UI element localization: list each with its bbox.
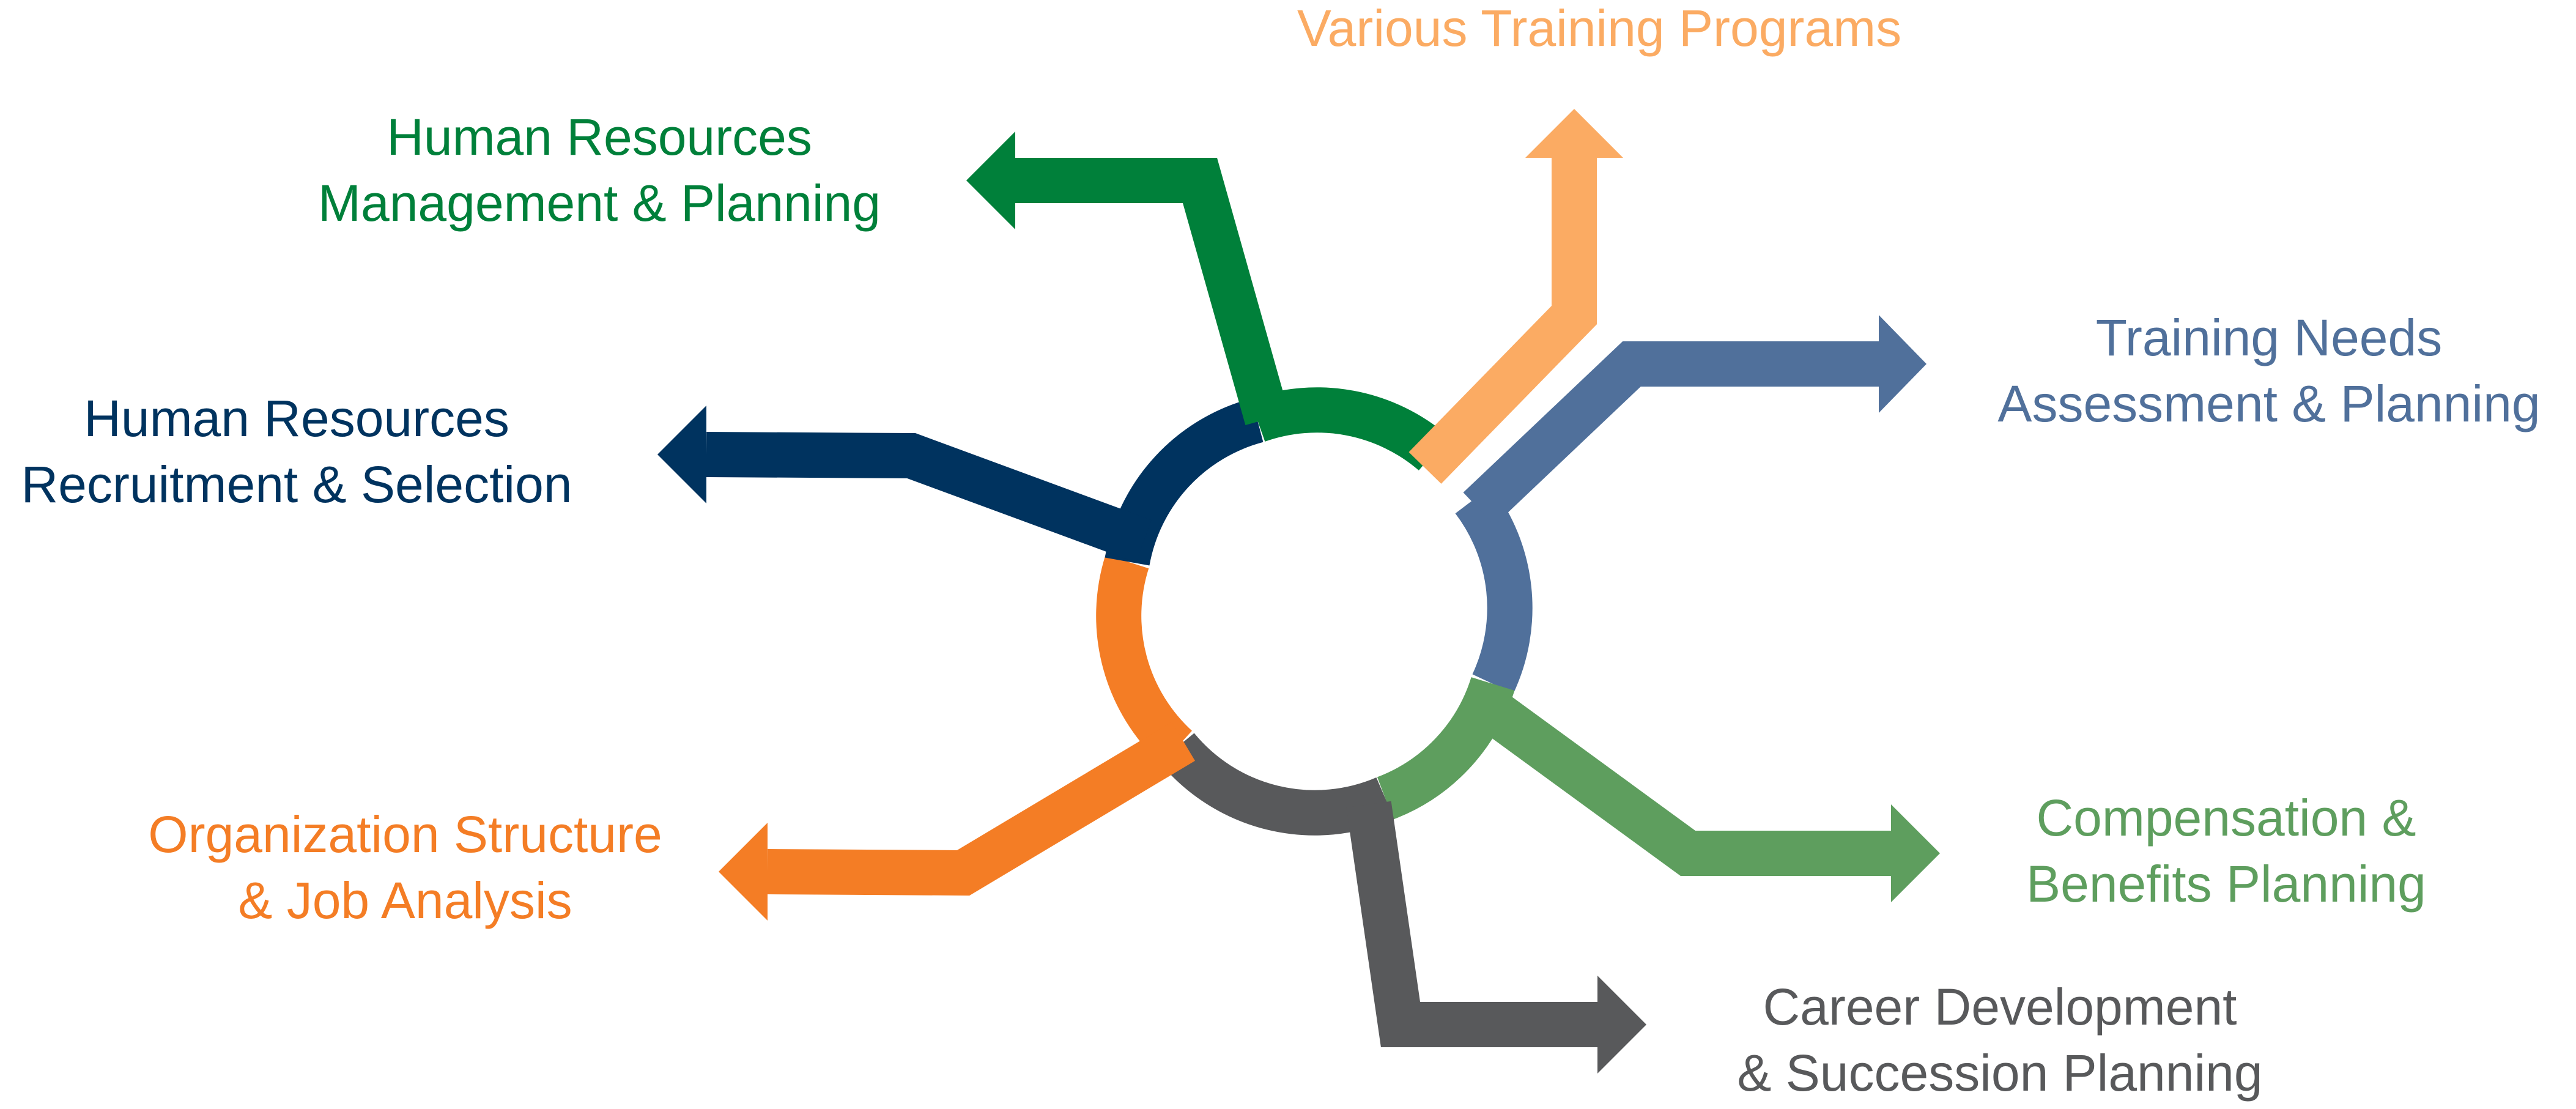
arrow-head-training-programs [1525, 109, 1623, 158]
label-compensation: Compensation & Benefits Planning [1982, 785, 2471, 917]
label-org-structure-line2: & Job Analysis [238, 872, 572, 929]
arrow-head-compensation [1891, 804, 1940, 902]
arrow-head-training-needs [1879, 315, 1926, 413]
arrow-training-needs [1463, 341, 1879, 525]
ring-segment-steel [1455, 486, 1533, 694]
label-career-line2: & Succession Planning [1737, 1044, 2263, 1102]
ring-segment-green [1249, 387, 1449, 471]
label-hr-recruitment-line1: Human Resources [84, 390, 509, 447]
arrow-head-career [1597, 976, 1646, 1074]
label-training-needs-line2: Assessment & Planning [1997, 375, 2541, 432]
arrows [657, 109, 1940, 1074]
arrow-training-programs [1408, 155, 1597, 484]
ring-segment-navy [1105, 398, 1264, 566]
label-org-structure: Organization Structure & Job Analysis [113, 801, 697, 933]
arrow-head-hr-management [966, 132, 1015, 229]
ring-segment-orange [1096, 554, 1193, 765]
label-hr-management-line1: Human Resources [387, 108, 812, 166]
label-training-programs-line1: Various Training Programs [1297, 0, 1902, 57]
label-hr-recruitment: Human Resources Recruitment & Selection [0, 385, 593, 517]
label-org-structure-line1: Organization Structure [148, 806, 662, 863]
arrow-head-hr-recruitment [657, 406, 706, 503]
ring-segment-gray [1159, 733, 1394, 836]
label-training-needs: Training Needs Assessment & Planning [1982, 305, 2556, 437]
arrow-compensation [1478, 691, 1891, 876]
label-training-programs: Various Training Programs [1248, 0, 1951, 61]
arrow-hr-management [1015, 158, 1289, 426]
label-hr-recruitment-line2: Recruitment & Selection [21, 456, 572, 513]
label-hr-management: Human Resources Management & Planning [294, 104, 905, 236]
arrow-career [1346, 801, 1597, 1047]
ring-segment-light-green [1377, 677, 1515, 820]
label-compensation-line1: Compensation & [2036, 789, 2416, 847]
label-training-needs-line1: Training Needs [2095, 309, 2443, 366]
label-compensation-line2: Benefits Planning [2026, 855, 2426, 913]
arrow-org-structure [767, 722, 1195, 896]
label-hr-management-line2: Management & Planning [318, 174, 881, 232]
label-career: Career Development & Succession Planning [1694, 974, 2306, 1106]
label-career-line1: Career Development [1763, 978, 2237, 1036]
arrow-head-org-structure [719, 823, 768, 921]
arrow-hr-recruitment [706, 432, 1152, 563]
